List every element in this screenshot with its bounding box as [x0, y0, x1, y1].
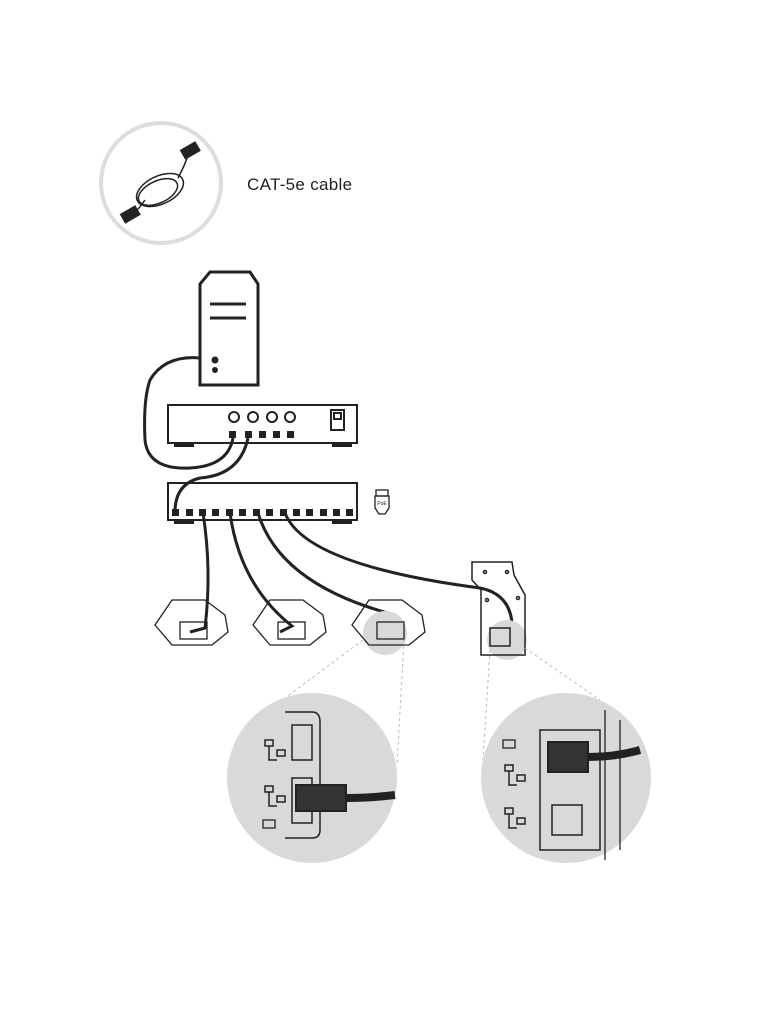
camera-connector-detail	[227, 693, 397, 863]
ethernet-cable-icon	[99, 121, 223, 245]
cable-label: CAT-5e cable	[247, 175, 353, 194]
camera-1-icon	[154, 599, 229, 646]
pc-tower-icon	[198, 270, 260, 387]
camera-2-icon	[252, 599, 327, 646]
network-icon	[504, 764, 526, 829]
wall-unit-connector-detail	[481, 693, 651, 863]
wall-unit-icon	[471, 561, 526, 656]
poe-switch-icon	[167, 482, 358, 524]
recorder-unit-icon	[167, 404, 358, 447]
detail-leader-lines	[284, 639, 601, 766]
camera-3-icon	[351, 599, 426, 646]
svg-text:PoE: PoE	[377, 501, 387, 507]
network-cables	[143, 356, 514, 636]
poe-connector-icon: PoE	[374, 489, 390, 515]
network-icon	[264, 739, 286, 807]
